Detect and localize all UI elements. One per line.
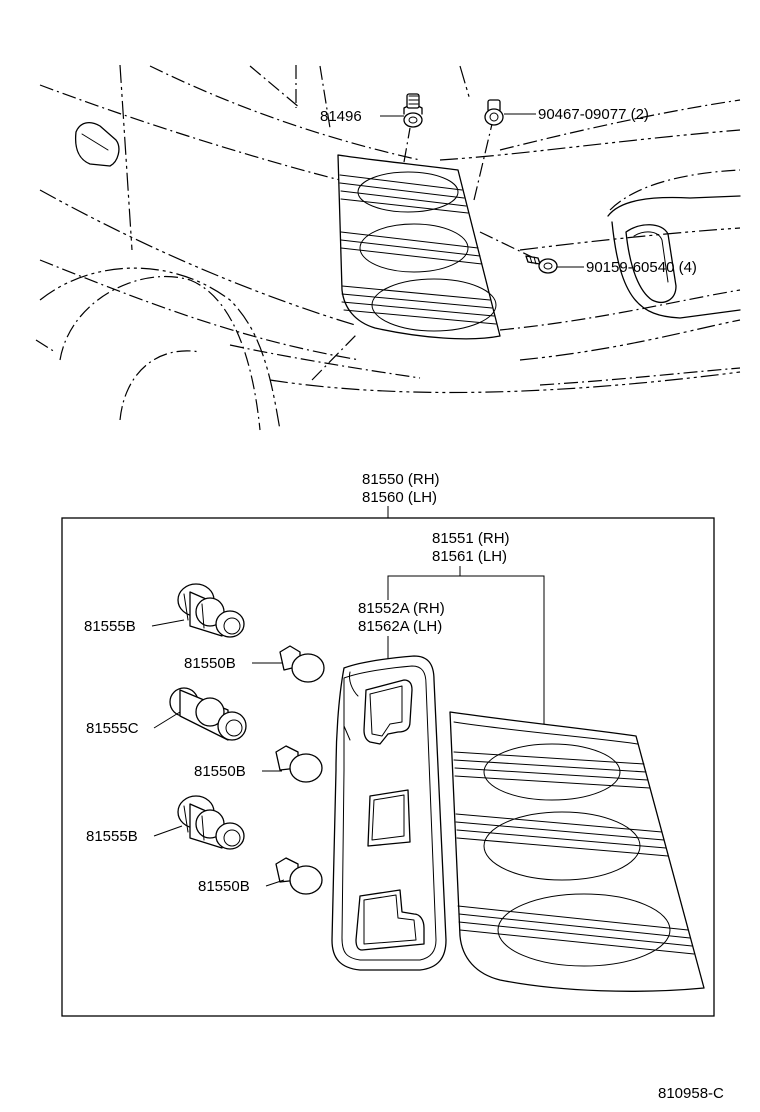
part-label-90159: 90159-60540 (4) <box>586 259 697 276</box>
part-label-81550b-2: 81550B <box>194 763 246 780</box>
bulb-81550b-3-icon <box>275 857 323 895</box>
part-label-81496: 81496 <box>320 108 362 125</box>
bulb-81550b-1-icon <box>279 645 325 683</box>
lens-illustration <box>449 711 705 992</box>
part-label-81555b-bottom: 81555B <box>86 828 138 845</box>
part-label-81555b-top: 81555B <box>84 618 136 635</box>
part-label-81555c: 81555C <box>86 720 139 737</box>
tail-lamp-installed <box>311 123 535 381</box>
gasket-illustration <box>331 655 447 971</box>
vehicle-body-outline <box>35 64 741 431</box>
lens-label-rh: 81551 (RH) <box>432 530 510 547</box>
socket-81555b-bottom-icon <box>177 795 245 850</box>
gasket-label-lh: 81562A (LH) <box>358 618 442 635</box>
part-label-90467: 90467-09077 (2) <box>538 106 649 123</box>
screw-90159-icon <box>525 255 558 274</box>
socket-81555c-icon <box>169 687 247 741</box>
assembly-label-lh: 81560 (LH) <box>362 489 437 506</box>
assembly-box <box>61 517 715 1017</box>
lens-label-lh: 81561 (LH) <box>432 548 507 565</box>
bolt-81496-icon <box>403 93 423 128</box>
assembly-label-rh: 81550 (RH) <box>362 471 440 488</box>
part-label-81550b-1: 81550B <box>184 655 236 672</box>
bulb-81550b-2-icon <box>275 745 323 783</box>
figure-code: 810958-C <box>658 1085 724 1102</box>
nut-90467-icon <box>484 99 504 126</box>
part-label-81550b-3: 81550B <box>198 878 250 895</box>
socket-81555b-top-icon <box>177 583 245 638</box>
gasket-label-rh: 81552A (RH) <box>358 600 445 617</box>
